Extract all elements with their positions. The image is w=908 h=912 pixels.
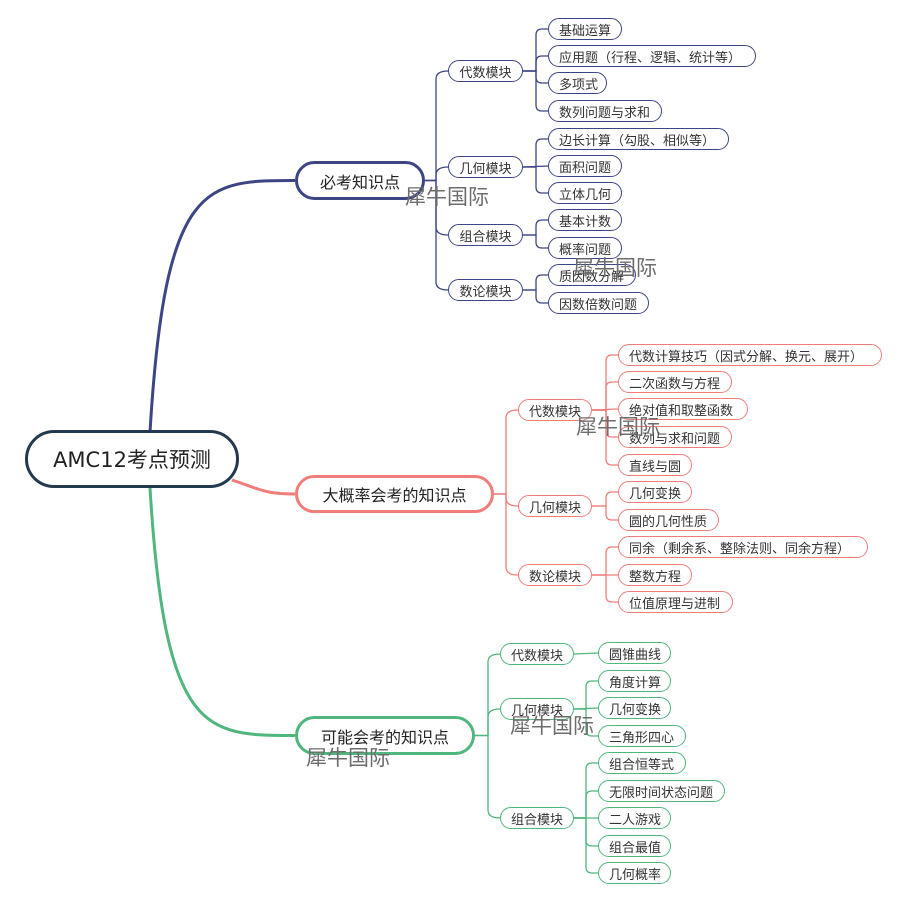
leaf-connector <box>523 274 548 291</box>
leaf-node[interactable]: 质因数分解 <box>548 264 636 286</box>
module-node[interactable]: 代数模块 <box>448 60 523 82</box>
leaf-connector <box>574 680 598 710</box>
branch-connector <box>148 179 296 433</box>
leaf-connector <box>592 574 618 603</box>
leaf-node[interactable]: 立体几何 <box>548 182 622 204</box>
module-connector <box>494 493 519 576</box>
leaf-node[interactable]: 概率问题 <box>548 237 622 259</box>
module-node[interactable]: 数论模块 <box>448 279 523 301</box>
leaf-node[interactable]: 圆的几何性质 <box>618 509 719 531</box>
branch-connector <box>148 487 296 737</box>
leaf-node[interactable]: 基础运算 <box>548 18 622 40</box>
module-connector <box>474 734 501 819</box>
leaf-node[interactable]: 角度计算 <box>598 670 671 692</box>
leaf-node[interactable]: 同余（剩余系、整除法则、同余方程） <box>618 536 868 558</box>
leaf-node[interactable]: 因数倍数问题 <box>548 292 649 314</box>
leaf-connector <box>592 546 618 576</box>
leaf-node[interactable]: 直线与圆 <box>618 454 692 476</box>
module-node[interactable]: 几何模块 <box>518 495 592 517</box>
module-connector <box>425 179 449 291</box>
leaf-connector <box>574 790 598 819</box>
leaf-node[interactable]: 数列问题与求和 <box>548 100 662 122</box>
leaf-node[interactable]: 组合恒等式 <box>598 752 686 774</box>
leaf-node[interactable]: 绝对值和取整函数 <box>618 398 748 420</box>
leaf-connector <box>592 409 618 466</box>
leaf-connector <box>523 138 548 168</box>
leaf-connector <box>592 381 618 411</box>
branch-connector <box>231 478 296 496</box>
main-topic[interactable]: 必考知识点 <box>295 161 425 200</box>
leaf-connector <box>523 70 548 112</box>
leaf-node[interactable]: 边长计算（勾股、相似等） <box>548 128 729 150</box>
leaf-connector <box>523 219 548 236</box>
leaf-node[interactable]: 基本计数 <box>548 209 622 231</box>
leaf-node[interactable]: 多项式 <box>548 72 607 94</box>
leaf-node[interactable]: 三角形四心 <box>598 725 686 747</box>
leaf-connector <box>592 354 618 411</box>
leaf-node[interactable]: 圆锥曲线 <box>598 642 671 664</box>
leaf-connector <box>574 762 598 819</box>
module-node[interactable]: 组合模块 <box>500 807 574 829</box>
leaf-node[interactable]: 面积问题 <box>548 155 622 177</box>
watermark-text: 犀牛国际 <box>306 746 390 770</box>
leaf-node[interactable]: 数列与求和问题 <box>618 426 732 448</box>
module-node[interactable]: 组合模块 <box>448 224 523 246</box>
leaf-connector <box>523 289 548 304</box>
leaf-connector <box>592 491 618 507</box>
module-connector <box>425 70 449 182</box>
module-node[interactable]: 数论模块 <box>518 564 592 586</box>
leaf-node[interactable]: 应用题（行程、逻辑、统计等） <box>548 45 756 67</box>
module-node[interactable]: 几何模块 <box>448 156 523 178</box>
leaf-connector <box>523 234 548 249</box>
leaf-node[interactable]: 二次函数与方程 <box>618 371 732 393</box>
main-topic[interactable]: 大概率会考的知识点 <box>295 475 494 513</box>
leaf-node[interactable]: 无限时间状态问题 <box>598 780 725 802</box>
watermark-text: 犀牛国际 <box>405 185 489 209</box>
module-connector <box>494 409 519 495</box>
leaf-node[interactable]: 整数方程 <box>618 564 692 586</box>
leaf-node[interactable]: 几何概率 <box>598 862 671 884</box>
watermark-text: 犀牛国际 <box>510 714 594 738</box>
leaf-node[interactable]: 几何变换 <box>618 481 692 503</box>
leaf-node[interactable]: 代数计算技巧（因式分解、换元、展开） <box>618 344 882 366</box>
leaf-connector <box>573 652 599 655</box>
leaf-connector <box>523 28 548 72</box>
main-topic[interactable]: 可能会考的知识点 <box>295 716 475 755</box>
leaf-node[interactable]: 组合最值 <box>598 835 671 857</box>
module-node[interactable]: 几何模块 <box>500 698 574 720</box>
watermark-text: 犀牛国际 <box>576 415 660 439</box>
leaf-connector <box>574 708 598 737</box>
leaf-node[interactable]: 几何变换 <box>598 697 671 719</box>
module-node[interactable]: 代数模块 <box>518 399 592 421</box>
leaf-node[interactable]: 位值原理与进制 <box>618 591 733 613</box>
leaf-node[interactable]: 二人游戏 <box>598 807 671 829</box>
root-topic[interactable]: AMC12考点预测 <box>25 430 239 488</box>
leaf-connector <box>592 505 618 521</box>
leaf-connector <box>523 166 548 194</box>
leaf-connector <box>523 55 548 72</box>
leaf-connector <box>574 817 598 874</box>
watermark-text: 犀牛国际 <box>573 256 657 280</box>
module-node[interactable]: 代数模块 <box>500 643 574 665</box>
